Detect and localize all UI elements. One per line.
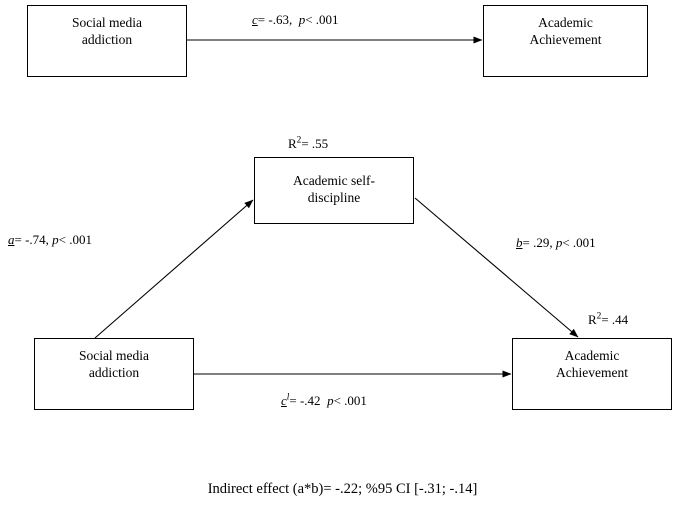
path-b-p-symbol: p [555,235,563,250]
path-a-coefficient: = -.74, [14,232,49,247]
path-c-symbol: c [252,12,258,27]
node-label: Social media addiction [71,15,143,48]
path-label-c-prime: cl= -.42 p< .001 [281,393,367,409]
r2-symbol: R [288,136,297,151]
r2-exponent: 2 [596,311,602,322]
r2-label-outcome: R2= .44 [588,312,628,328]
path-a-p-value: < .001 [58,232,93,247]
path-c-p-value: < .001 [305,12,339,27]
path-label-c: c= -.63, p< .001 [252,12,339,28]
figure-caption: Indirect effect (a*b)= -.22; %95 CI [-.3… [207,481,478,497]
node-label: Social media addiction [78,348,150,381]
path-c-coefficient: = -.63, [257,12,293,27]
node-label: Academic self- discipline [292,173,376,206]
path-c-prime-symbol: c [281,393,287,408]
r2-value: = .55 [301,136,329,151]
path-b-symbol: b [516,235,523,250]
path-a-p-symbol: p [52,232,59,247]
node-label: Academic Achievement [556,348,628,381]
node-academic-achievement-total: Academic Achievement [483,5,648,77]
r2-symbol: R [588,312,597,327]
arrow-path-b [414,197,579,338]
path-c-prime-p-value: < .001 [333,393,367,408]
r2-exponent: 2 [296,135,302,146]
node-social-media-addiction-total: Social media addiction [27,5,187,77]
r2-value: = .44 [601,312,629,327]
node-label: Academic Achievement [529,15,602,48]
path-b-p-value: < .001 [562,235,596,250]
path-c-prime-p-symbol: p [327,393,334,408]
path-c-p-symbol: p [298,12,306,27]
arrow-path-a [94,199,254,339]
path-label-b: b= .29, p< .001 [516,235,596,251]
node-academic-self-discipline: Academic self- discipline [254,157,414,224]
path-c-prime-mark: l [286,392,290,403]
node-academic-achievement-mediation: Academic Achievement [512,338,672,410]
path-b-coefficient: = .29, [522,235,553,250]
r2-label-mediator: R2= .55 [288,136,328,152]
path-a-symbol: a [8,232,15,247]
path-label-a: a= -.74, p< .001 [8,232,92,248]
node-social-media-addiction-mediation: Social media addiction [34,338,194,410]
path-c-prime-coefficient: = -.42 [289,393,321,408]
